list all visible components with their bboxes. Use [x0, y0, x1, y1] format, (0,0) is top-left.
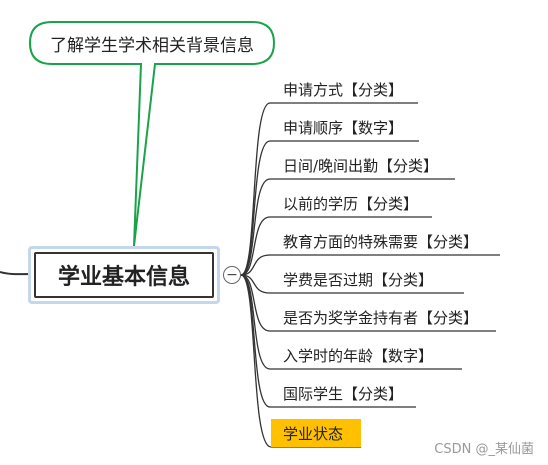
branch-connector-5: [240, 254, 500, 276]
branch-connector-3: [240, 178, 455, 276]
branch-topic-4[interactable]: 以前的学历【分类】: [283, 195, 419, 213]
root-topic-label: 学业基本信息: [34, 252, 214, 298]
branch-connectors: [240, 102, 500, 448]
branch-topic-7[interactable]: 是否为奖学金持有者【分类】: [283, 309, 479, 327]
branch-connector-7: [240, 274, 496, 332]
branch-topic-5[interactable]: 教育方面的特殊需要【分类】: [283, 233, 479, 251]
watermark: CSDN @_某仙菌: [434, 442, 534, 457]
branch-connector-10: [240, 274, 361, 448]
branch-topic-6[interactable]: 学费是否过期【分类】: [283, 271, 434, 289]
branch-connector-2: [240, 140, 419, 276]
collapse-toggle-button[interactable]: −: [223, 266, 241, 284]
branch-connector-4: [240, 216, 432, 276]
callout-bubble: [28, 21, 276, 247]
branch-topic-1[interactable]: 申请方式【分类】: [283, 81, 404, 99]
branch-connector-6: [240, 274, 464, 294]
branch-topic-2[interactable]: 申请顺序【数字】: [283, 119, 404, 137]
branch-topic-8[interactable]: 入学时的年龄【数字】: [283, 347, 434, 365]
callout-text: 了解学生学术相关背景信息: [50, 35, 254, 56]
incoming-connector: [0, 271, 32, 276]
branch-topic-highlighted[interactable]: 学业状态: [271, 419, 361, 447]
branch-topic-9[interactable]: 国际学生【分类】: [283, 385, 404, 403]
root-topic-node[interactable]: 学业基本信息: [28, 246, 220, 304]
branch-topic-3[interactable]: 日间/晚间出勤【分类】: [283, 157, 439, 175]
